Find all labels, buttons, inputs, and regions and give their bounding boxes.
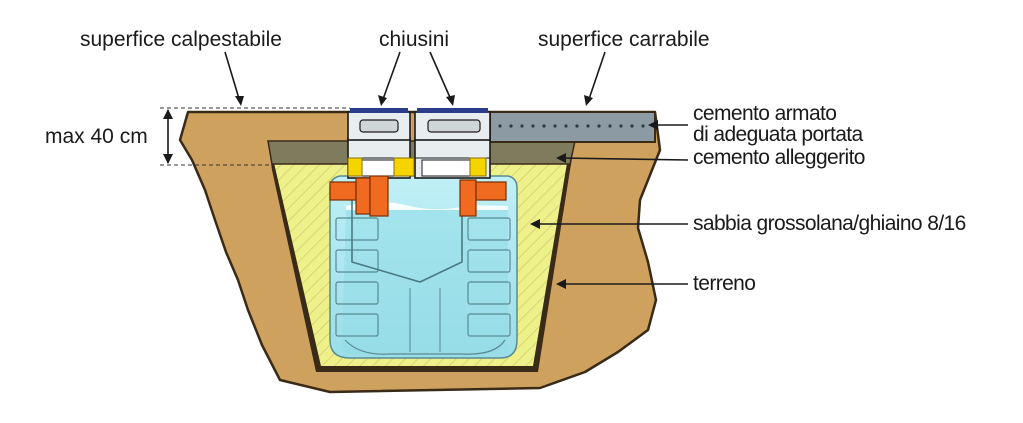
label-reinforced-concrete-line2: di adeguata portata: [693, 123, 864, 146]
tank-ribs-left: [335, 217, 379, 337]
reinforced-concrete-slab: [489, 111, 656, 143]
label-walkable-surface: superfice calpestabile: [80, 28, 282, 51]
outlet-pipe: [459, 179, 477, 217]
tank-necks: [347, 137, 491, 179]
water: [342, 210, 508, 354]
pipe-fittings: [329, 175, 507, 217]
tank-partition: [351, 198, 463, 283]
label-max-depth: max 40 cm: [45, 125, 148, 148]
leader-lines: [224, 51, 689, 289]
septic-tank: [329, 175, 518, 359]
rebar-dots: [498, 124, 645, 128]
inlet-pipe: [329, 181, 357, 201]
label-covers: chiusini: [379, 28, 449, 51]
manhole-covers: [347, 108, 491, 141]
yellow-fittings: [347, 157, 487, 177]
label-sand-gravel: sabbia grossolana/ghiaino 8/16: [693, 212, 966, 235]
tank-bottom: [344, 339, 506, 355]
label-lightweight-concrete: cemento alleggerito: [693, 146, 865, 169]
label-drivable-surface: superfice carrabile: [538, 28, 710, 51]
label-reinforced-concrete-line1: cemento armato: [693, 102, 836, 125]
depth-dimension: [160, 107, 350, 166]
label-soil: terreno: [693, 272, 755, 295]
tank-ribs-right: [467, 217, 511, 337]
